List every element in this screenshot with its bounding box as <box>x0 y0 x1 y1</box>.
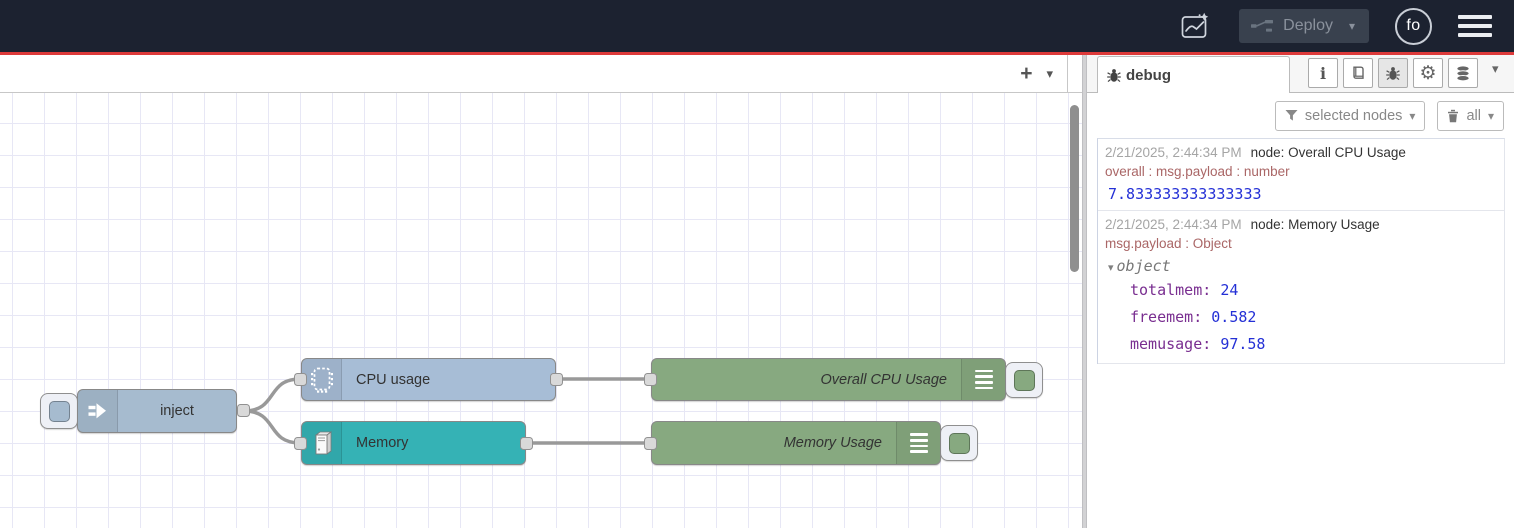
inject-node[interactable]: inject <box>77 389 237 433</box>
sidebar-tabs-caret-icon[interactable]: ▾ <box>1492 61 1499 76</box>
inject-icon <box>78 390 118 432</box>
menu-icon[interactable] <box>1458 15 1492 37</box>
inject-node-label: inject <box>160 403 194 419</box>
message-property: msg.payload : Object <box>1105 236 1232 251</box>
filter-caret-icon: ▾ <box>1409 108 1416 123</box>
cpu-input-port[interactable] <box>294 373 307 386</box>
cpu-chip-icon <box>302 359 342 400</box>
debug-toolbar: selected nodes ▾ all ▾ <box>1087 93 1514 138</box>
deploy-button[interactable]: Deploy ▾ <box>1239 9 1369 43</box>
debug-filter-label: selected nodes <box>1304 107 1403 124</box>
debug-memory-input-port[interactable] <box>644 437 657 450</box>
debug-cpu-input-port[interactable] <box>644 373 657 386</box>
debug-node-memory-usage[interactable]: Memory Usage <box>651 421 941 465</box>
sidebar-resize-handle[interactable] <box>1082 55 1087 528</box>
bug-icon <box>1386 66 1400 80</box>
message-payload-value: 7.833333333333333 <box>1108 185 1262 203</box>
entry-value: 0.582 <box>1211 308 1257 326</box>
trash-icon <box>1448 109 1459 122</box>
debug-toggle-button-memory[interactable] <box>940 425 978 461</box>
clear-caret-icon: ▾ <box>1487 108 1494 123</box>
debug-toggle-button-cpu[interactable] <box>1005 362 1043 398</box>
workspace-tabbar: + ▾ <box>0 55 1082 93</box>
user-avatar[interactable]: fo <box>1395 7 1432 45</box>
tab-config-button[interactable]: ⚙ <box>1413 58 1443 88</box>
debug-message: 2/21/2025, 2:44:34 PM node: Overall CPU U… <box>1098 139 1504 211</box>
header-accent-line <box>0 52 1514 55</box>
deploy-label: Deploy <box>1283 17 1333 34</box>
inject-trigger-inner <box>48 400 70 422</box>
user-initials: fo <box>1406 17 1421 34</box>
tab-help-button[interactable] <box>1343 58 1373 88</box>
message-property: overall : msg.payload : number <box>1105 164 1290 179</box>
debug-clear-button[interactable]: all ▾ <box>1437 100 1504 131</box>
debug-sidebar-icon <box>896 422 940 464</box>
flow-canvas[interactable]: inject CPU usage <box>0 93 1082 528</box>
database-icon <box>1456 64 1470 81</box>
cpu-usage-node[interactable]: CPU usage <box>301 358 556 401</box>
message-node-name: node: Memory Usage <box>1250 217 1380 232</box>
object-entry: memusage97.58 <box>1105 331 1497 358</box>
debug-sidebar: debug i <box>1087 55 1514 528</box>
object-entry: totalmem24 <box>1105 277 1497 304</box>
entry-key: memusage <box>1130 335 1220 353</box>
tab-info-button[interactable]: i <box>1308 58 1338 88</box>
debug-node-memory-usage-label: Memory Usage <box>783 435 882 451</box>
entry-key: totalmem <box>1130 281 1220 299</box>
message-node-name: node: Overall CPU Usage <box>1250 145 1406 160</box>
inject-trigger-button[interactable] <box>40 393 78 429</box>
deploy-caret-icon[interactable]: ▾ <box>1348 19 1355 33</box>
bug-icon <box>1107 68 1121 82</box>
computer-tower-icon <box>302 422 342 464</box>
memory-output-port[interactable] <box>520 437 533 450</box>
tab-debug-label: debug <box>1126 66 1171 84</box>
sidebar-tabbar: debug i <box>1087 55 1514 93</box>
funnel-icon <box>1285 110 1298 121</box>
chart-sparkle-icon <box>1181 12 1209 38</box>
entry-key: freemem <box>1130 308 1211 326</box>
flow-list-caret-icon[interactable]: ▾ <box>1046 65 1053 81</box>
tab-debug-button[interactable] <box>1378 58 1408 88</box>
book-icon <box>1353 66 1364 79</box>
debug-node-overall-cpu-label: Overall CPU Usage <box>820 371 947 388</box>
assistant-icon[interactable] <box>1177 8 1213 44</box>
object-expander[interactable]: ▾object <box>1105 253 1497 277</box>
debug-message-list: 2/21/2025, 2:44:34 PM node: Overall CPU U… <box>1097 138 1505 364</box>
info-icon: i <box>1319 63 1327 83</box>
deploy-icon <box>1251 20 1274 32</box>
cpu-output-port[interactable] <box>550 373 563 386</box>
object-type-label: object <box>1116 257 1171 275</box>
debug-sidebar-icon <box>961 359 1005 400</box>
add-flow-button[interactable]: + <box>1020 61 1033 85</box>
entry-value: 24 <box>1220 281 1239 299</box>
canvas-vertical-scrollbar[interactable] <box>1070 105 1079 272</box>
debug-node-overall-cpu[interactable]: Overall CPU Usage <box>651 358 1006 401</box>
memory-node[interactable]: Memory <box>301 421 526 465</box>
main-header: Deploy ▾ fo <box>0 0 1514 52</box>
inject-output-port[interactable] <box>237 404 250 417</box>
flow-editor: + ▾ <box>0 55 1082 528</box>
entry-value: 97.58 <box>1220 335 1266 353</box>
tab-debug[interactable]: debug <box>1097 56 1290 93</box>
debug-filter-button[interactable]: selected nodes ▾ <box>1274 100 1426 131</box>
debug-clear-label: all <box>1466 107 1481 124</box>
cpu-usage-node-label: CPU usage <box>356 371 431 388</box>
object-entry: freemem0.582 <box>1105 304 1497 331</box>
tab-context-button[interactable] <box>1448 58 1478 88</box>
memory-node-label: Memory <box>356 435 409 451</box>
message-timestamp: 2/21/2025, 2:44:34 PM <box>1105 217 1242 232</box>
message-timestamp: 2/21/2025, 2:44:34 PM <box>1105 145 1242 160</box>
expand-caret-icon: ▾ <box>1108 262 1114 274</box>
memory-input-port[interactable] <box>294 437 307 450</box>
gear-icon: ⚙ <box>1419 62 1437 84</box>
